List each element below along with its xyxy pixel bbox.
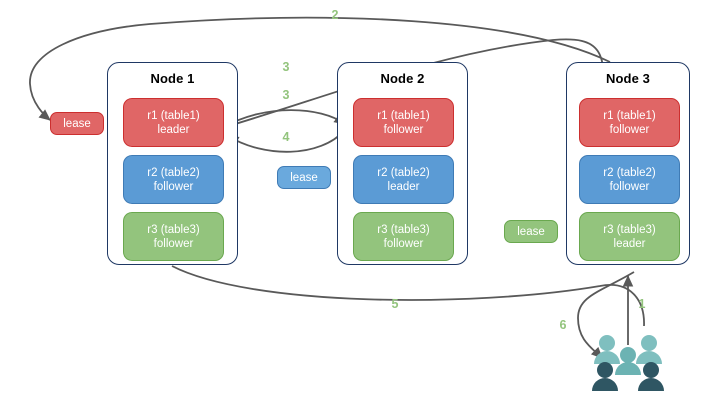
replica-range: r2 (table2) <box>603 166 656 179</box>
lease-badge-r3[interactable]: lease <box>504 220 558 243</box>
node-title-node2: Node 2 <box>380 71 425 86</box>
replica-node2-r3[interactable]: r3 (table3) follower <box>353 212 454 261</box>
edge-label-1: 1 <box>638 297 646 311</box>
node-title-node1: Node 1 <box>150 71 195 86</box>
replica-role: leader <box>157 123 190 136</box>
edge-label-5: 5 <box>391 297 399 311</box>
node-container-node2[interactable]: Node 2 r1 (table1) follower r2 (table2) … <box>337 62 468 265</box>
edge-label-3b: 3 <box>282 88 290 102</box>
replica-range: r2 (table2) <box>377 166 430 179</box>
replica-role: follower <box>153 237 194 250</box>
lease-label: lease <box>517 225 545 238</box>
node-title-node3: Node 3 <box>606 71 650 86</box>
replica-range: r3 (table3) <box>147 223 200 236</box>
replica-range: r1 (table1) <box>377 109 430 122</box>
replica-node2-r1[interactable]: r1 (table1) follower <box>353 98 454 147</box>
edge-3a-path <box>221 38 607 129</box>
edge-4-path <box>227 129 346 153</box>
lease-label: lease <box>63 117 91 130</box>
replica-node1-r1[interactable]: r1 (table1) leader <box>123 98 224 147</box>
replica-node3-r3[interactable]: r3 (table3) leader <box>579 212 680 261</box>
edge-label-4: 4 <box>282 130 290 144</box>
edge-6-path <box>577 271 635 359</box>
edge-3b-path <box>223 109 346 128</box>
replica-range: r1 (table1) <box>147 109 200 122</box>
replica-node2-r2[interactable]: r2 (table2) leader <box>353 155 454 204</box>
replica-range: r2 (table2) <box>147 166 200 179</box>
replica-role: leader <box>613 237 646 250</box>
users-group-icon <box>592 335 664 391</box>
lease-badge-r2[interactable]: lease <box>277 166 331 189</box>
replica-role: follower <box>383 123 424 136</box>
edge-label-3a: 3 <box>282 60 290 74</box>
replica-node3-r1[interactable]: r1 (table1) follower <box>579 98 680 147</box>
replica-role: follower <box>153 180 194 193</box>
edge-label-6: 6 <box>559 318 567 332</box>
edge-2-path <box>29 16 611 121</box>
replica-role: follower <box>609 180 650 193</box>
replica-role: follower <box>609 123 650 136</box>
replica-range: r3 (table3) <box>377 223 430 236</box>
node-container-node3[interactable]: Node 3 r1 (table1) follower r2 (table2) … <box>566 62 690 265</box>
replica-node1-r2[interactable]: r2 (table2) follower <box>123 155 224 204</box>
edge-label-2: 2 <box>331 8 339 22</box>
replica-role: follower <box>383 237 424 250</box>
replica-node1-r3[interactable]: r3 (table3) follower <box>123 212 224 261</box>
edge-5-path <box>171 265 645 327</box>
replica-range: r3 (table3) <box>603 223 656 236</box>
lease-label: lease <box>290 171 318 184</box>
node-container-node1[interactable]: Node 1 r1 (table1) leader r2 (table2) fo… <box>107 62 238 265</box>
replica-role: leader <box>387 180 420 193</box>
replica-node3-r2[interactable]: r2 (table2) follower <box>579 155 680 204</box>
replica-range: r1 (table1) <box>603 109 656 122</box>
lease-badge-r1[interactable]: lease <box>50 112 104 135</box>
